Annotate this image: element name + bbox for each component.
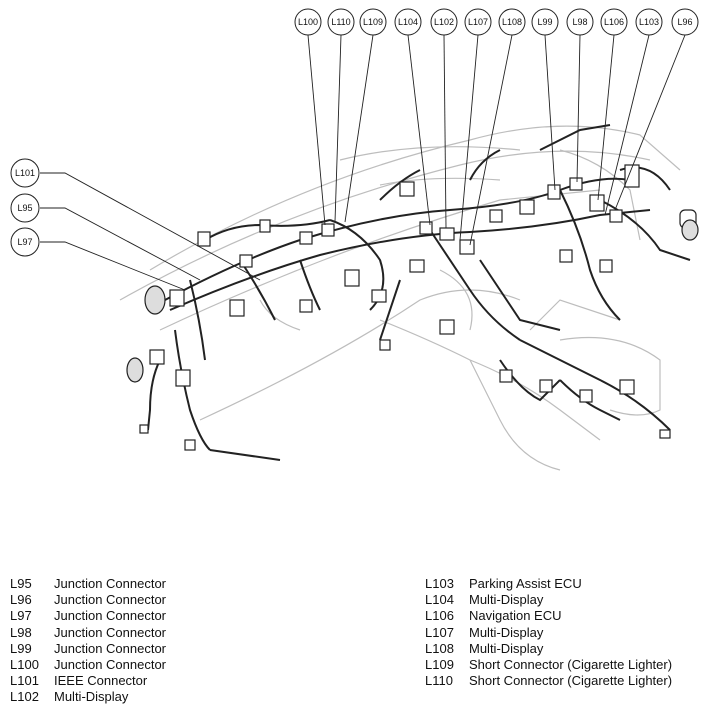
legend-code: L97 <box>10 608 32 624</box>
legend-description: Junction Connector <box>54 640 167 656</box>
leader-lines <box>40 34 686 291</box>
svg-text:L101: L101 <box>15 168 35 178</box>
svg-text:L110: L110 <box>331 17 350 27</box>
svg-text:L97: L97 <box>17 237 32 247</box>
legend-row-l109: L109 Short Connector (Cigarette Lighter) <box>425 657 672 673</box>
legend-code: L96 <box>10 592 32 608</box>
legend-row-l107: L107 Multi-Display <box>425 625 672 641</box>
legend-row-l110: L110 Short Connector (Cigarette Lighter) <box>425 673 672 689</box>
legend-row-l95: L95 Junction Connector <box>10 576 166 592</box>
legend-code: L104 <box>425 592 454 608</box>
legend-description: Junction Connector <box>54 608 167 624</box>
callout-l100: L100 <box>294 8 322 36</box>
legend-code: L103 <box>425 576 454 591</box>
callout-l110: L110 <box>327 8 355 36</box>
svg-text:L108: L108 <box>502 17 522 27</box>
callouts: L100 L110 L109 L104 L102 L107 L108 L99 <box>10 8 699 257</box>
svg-text:L96: L96 <box>677 17 692 27</box>
callout-l104: L104 <box>394 8 422 36</box>
callout-l99: L99 <box>531 8 559 36</box>
legend-code: L106 <box>425 608 454 624</box>
wiring-harness-diagram: L100 L110 L109 L104 L102 L107 L108 L99 <box>10 8 699 471</box>
legend-description: Multi-Display <box>469 624 544 640</box>
connectors <box>139 164 697 451</box>
svg-text:L99: L99 <box>537 17 552 27</box>
wire-harness <box>147 124 691 461</box>
legend-row-l108: L108 Multi-Display <box>425 641 672 657</box>
legend-code: L102 <box>10 689 39 705</box>
legend-row-l99: L99 Junction Connector <box>10 641 166 657</box>
legend-description: Short Connector (Cigarette Lighter) <box>469 657 673 673</box>
callout-l101: L101 <box>10 158 40 188</box>
callout-l108: L108 <box>498 8 526 36</box>
legend-code: L109 <box>425 657 454 673</box>
svg-text:L103: L103 <box>639 17 659 27</box>
legend-row-l97: L97 Junction Connector <box>10 608 166 624</box>
svg-text:L107: L107 <box>468 17 488 27</box>
svg-text:L95: L95 <box>17 203 32 213</box>
callout-l107: L107 <box>464 8 492 36</box>
legend-description: Short Connector (Cigarette Lighter) <box>469 673 673 689</box>
legend-row-l104: L104 Multi-Display <box>425 592 672 608</box>
legend-code: L95 <box>10 576 32 591</box>
svg-text:L102: L102 <box>434 17 454 27</box>
legend-code: L110 <box>425 673 453 689</box>
callout-l96: L96 <box>671 8 699 36</box>
legend-code: L108 <box>425 640 454 656</box>
legend-row-l100: L100 Junction Connector <box>10 657 166 673</box>
legend-code: L107 <box>425 624 454 640</box>
legend-code: L98 <box>10 624 32 640</box>
legend-code: L99 <box>10 640 32 656</box>
callout-l109: L109 <box>359 8 387 36</box>
legend-row-l103: L103 Parking Assist ECU <box>425 576 672 592</box>
grommets <box>126 219 699 383</box>
legend-row-l98: L98 Junction Connector <box>10 625 166 641</box>
svg-text:L109: L109 <box>363 17 383 27</box>
legend-description: Junction Connector <box>54 592 167 608</box>
legend-description: Parking Assist ECU <box>469 576 582 591</box>
callout-l102: L102 <box>430 8 458 36</box>
svg-text:L98: L98 <box>572 17 587 27</box>
legend-description: Junction Connector <box>54 657 167 673</box>
legend-description: Navigation ECU <box>469 608 562 624</box>
svg-text:L106: L106 <box>604 17 624 27</box>
dashboard-outline <box>119 125 681 471</box>
legend-row-l96: L96 Junction Connector <box>10 592 166 608</box>
legend-row-l102: L102 Multi-Display <box>10 689 166 705</box>
legend-description: Multi-Display <box>54 689 129 705</box>
callout-l97: L97 <box>10 227 40 257</box>
legend-description: Junction Connector <box>54 624 167 640</box>
legend-code: L101 <box>10 673 39 689</box>
legend-description: Junction Connector <box>54 576 167 591</box>
legend-row-l106: L106 Navigation ECU <box>425 608 672 624</box>
svg-text:L104: L104 <box>398 17 418 27</box>
callout-l106: L106 <box>600 8 628 36</box>
legend-description: Multi-Display <box>469 640 544 656</box>
legend-description: IEEE Connector <box>54 673 148 689</box>
svg-text:L100: L100 <box>298 17 318 27</box>
callout-l103: L103 <box>635 8 663 36</box>
legend-code: L100 <box>10 657 39 673</box>
legend-description: Multi-Display <box>469 592 544 608</box>
callout-l95: L95 <box>10 193 40 223</box>
callout-l98: L98 <box>566 8 594 36</box>
legend-row-l101: L101 IEEE Connector <box>10 673 166 689</box>
